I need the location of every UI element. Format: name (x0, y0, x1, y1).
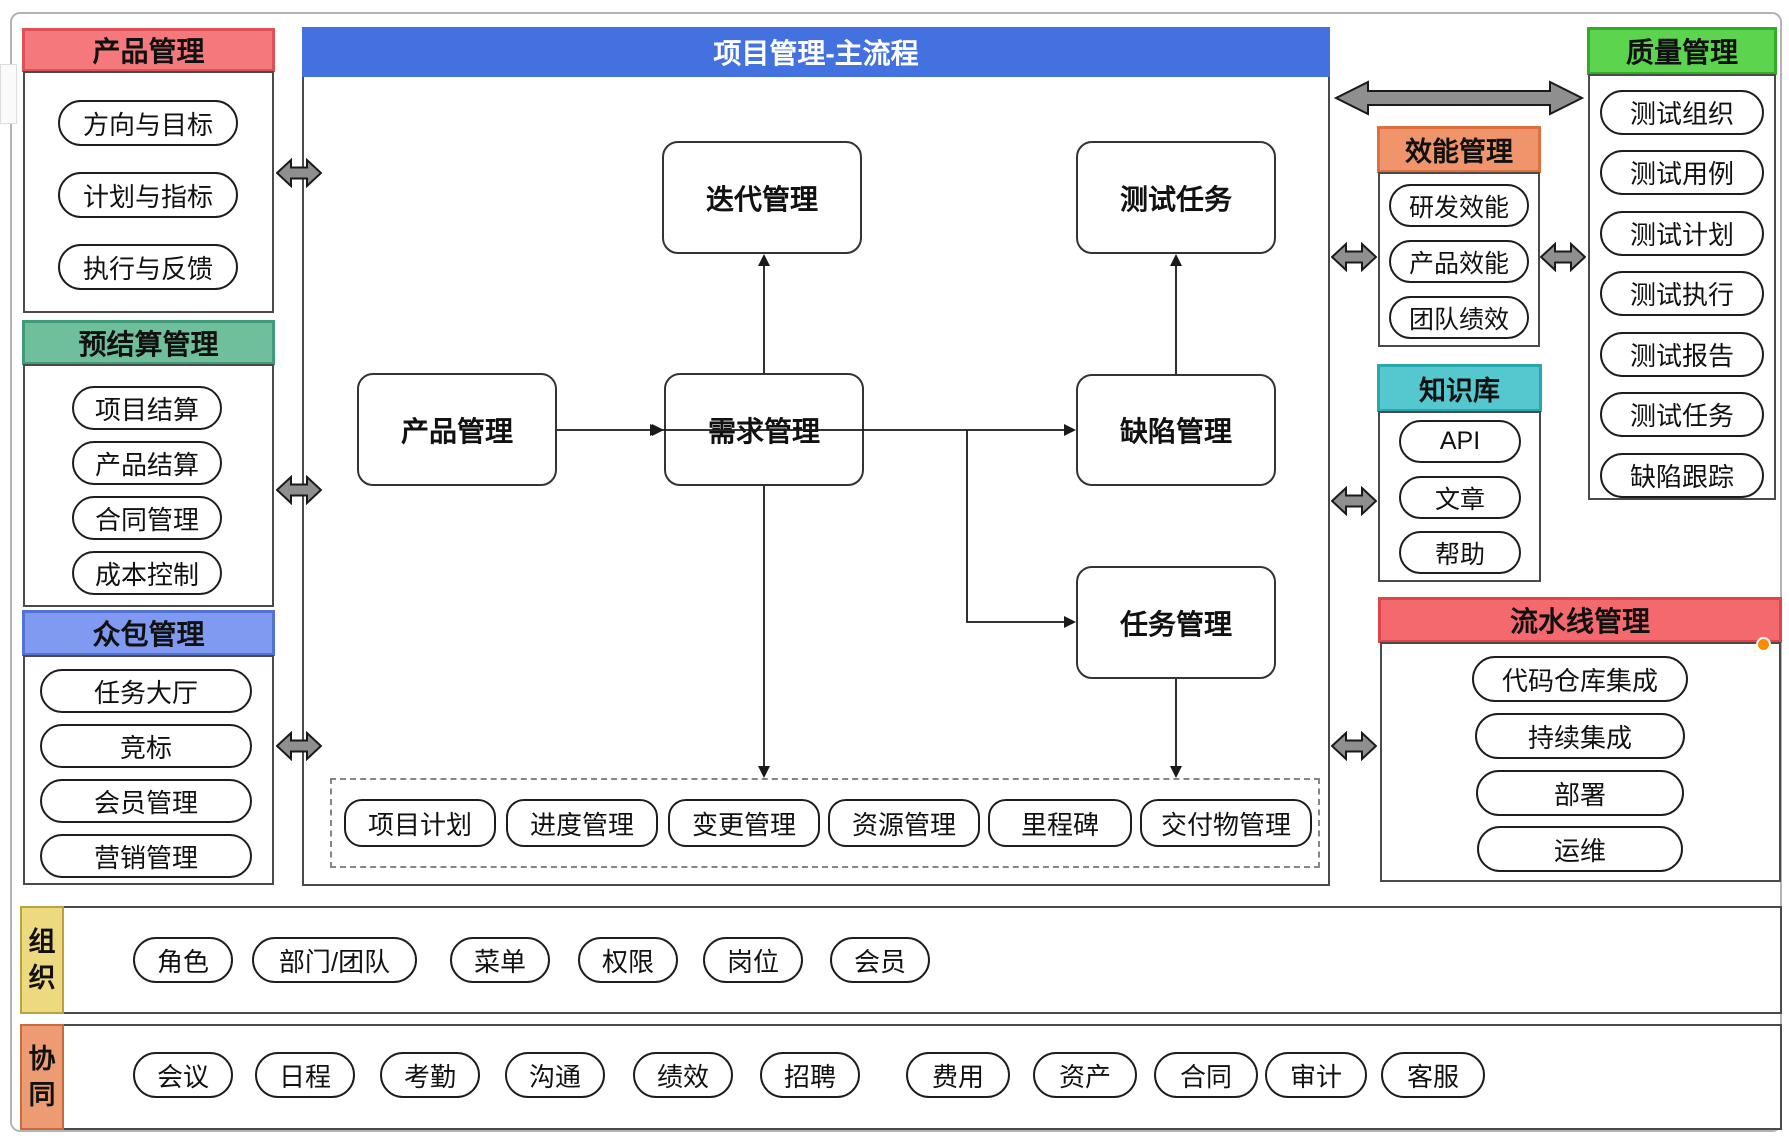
knowledge-base-box-header: 知识库 (1377, 364, 1542, 412)
diagram-pill-communication: 沟通 (505, 1052, 605, 1098)
bidirectional-arrow-icon (276, 475, 322, 505)
collaboration-row-label: 协同 (20, 1024, 64, 1130)
node-test-task: 测试任务 (1076, 141, 1276, 254)
diagram-pill-asset: 资产 (1033, 1052, 1137, 1098)
main-flow-panel-title: 项目管理-主流程 (302, 27, 1330, 77)
diagram-pill-resource-mgmt: 资源管理 (828, 799, 980, 847)
diagram-pill-test-tasks: 测试任务 (1600, 392, 1764, 437)
diagram-pill-execution-feedback: 执行与反馈 (58, 244, 238, 290)
diagram-pill-task-hall: 任务大厅 (40, 669, 252, 713)
diagram-pill-help: 帮助 (1399, 531, 1521, 574)
diagram-pill-milestone: 里程碑 (988, 799, 1132, 847)
bidirectional-arrow-icon (276, 731, 322, 761)
diagram-pill-test-report: 测试报告 (1600, 332, 1764, 377)
diagram-pill-audit: 审计 (1265, 1052, 1367, 1098)
crowdsource-mgmt-box-header: 众包管理 (22, 610, 275, 656)
diagram-pill-test-cases: 测试用例 (1600, 150, 1764, 195)
node-product-mgmt: 产品管理 (357, 373, 557, 486)
diagram-pill-contract-mgmt: 合同管理 (72, 496, 222, 540)
diagram-pill-menu: 菜单 (450, 937, 550, 983)
diagram-pill-marketing-mgmt: 营销管理 (40, 834, 252, 878)
diagram-pill-test-organization: 测试组织 (1600, 90, 1764, 135)
diagram-pill-schedule: 日程 (255, 1052, 355, 1098)
bidirectional-arrow-icon (1331, 731, 1377, 761)
diagram-pill-contract: 合同 (1154, 1052, 1258, 1098)
diagram-pill-cost-control: 成本控制 (72, 551, 222, 595)
diagram-pill-progress-mgmt: 进度管理 (506, 799, 658, 847)
organization-row-label-text: 组织 (28, 926, 56, 993)
node-task-mgmt: 任务管理 (1076, 566, 1276, 679)
bidirectional-arrow-icon (1331, 242, 1377, 272)
diagram-pill-product-efficiency: 产品效能 (1389, 240, 1529, 283)
node-iteration-mgmt: 迭代管理 (662, 141, 862, 254)
project-sub-process-group (330, 778, 1320, 868)
node-requirement-mgmt: 需求管理 (664, 373, 864, 486)
orange-dot-marker (1756, 637, 1771, 652)
diagram-pill-recruitment: 招聘 (760, 1052, 860, 1098)
diagram-pill-meeting: 会议 (133, 1052, 233, 1098)
diagram-pill-performance: 绩效 (633, 1052, 733, 1098)
diagram-pill-attendance: 考勤 (380, 1052, 480, 1098)
diagram-pill-continuous-integration: 持续集成 (1475, 713, 1685, 759)
diagram-pill-team-performance: 团队绩效 (1389, 296, 1529, 339)
pipeline-mgmt-box-header: 流水线管理 (1378, 597, 1782, 643)
diagram-pill-deliverable-mgmt: 交付物管理 (1140, 799, 1312, 847)
diagram-pill-project-plan: 项目计划 (344, 799, 496, 847)
diagram-pill-plans-metrics: 计划与指标 (58, 172, 238, 218)
diagram-pill-defect-tracking: 缺陷跟踪 (1600, 453, 1764, 498)
diagram-pill-member-mgmt: 会员管理 (40, 779, 252, 823)
diagram-pill-code-repo-integration: 代码仓库集成 (1472, 656, 1688, 702)
quality-mgmt-box-header: 质量管理 (1587, 27, 1777, 75)
diagram-pill-role: 角色 (133, 937, 233, 983)
diagram-pill-permission: 权限 (578, 937, 678, 983)
diagram-pill-deployment: 部署 (1476, 770, 1684, 816)
collaboration-row-label-text: 协同 (28, 1043, 56, 1110)
organization-row-label: 组织 (20, 906, 64, 1014)
budget-mgmt-box-header: 预结算管理 (22, 320, 275, 365)
diagram-pill-position: 岗位 (703, 937, 803, 983)
diagram-pill-member: 会员 (830, 937, 930, 983)
node-defect-mgmt: 缺陷管理 (1076, 374, 1276, 486)
diagram-pill-test-execution: 测试执行 (1600, 271, 1764, 316)
diagram-pill-api: API (1399, 420, 1521, 463)
product-mgmt-box-header: 产品管理 (22, 28, 275, 72)
diagram-pill-change-mgmt: 变更管理 (668, 799, 820, 847)
diagram-pill-project-settlement: 项目结算 (72, 386, 222, 430)
edge-artifact (0, 64, 17, 124)
diagram-outer-frame (10, 12, 1782, 1132)
diagram-pill-rnd-efficiency: 研发效能 (1389, 184, 1529, 227)
diagram-pill-direction-goals: 方向与目标 (58, 100, 238, 146)
diagram-pill-articles: 文章 (1399, 476, 1521, 519)
efficiency-mgmt-box-header: 效能管理 (1377, 126, 1541, 173)
diagram-pill-test-plan: 测试计划 (1600, 211, 1764, 256)
diagram-pill-customer-service: 客服 (1381, 1052, 1485, 1098)
bidirectional-arrow-icon (276, 158, 322, 188)
bidirectional-arrow-icon (1331, 486, 1377, 516)
bidirectional-arrow-long-icon (1334, 80, 1584, 116)
diagram-pill-department-team: 部门/团队 (252, 937, 417, 983)
diagram-pill-bidding: 竞标 (40, 724, 252, 768)
diagram-pill-expense: 费用 (906, 1052, 1010, 1098)
bidirectional-arrow-icon (1540, 242, 1586, 272)
diagram-pill-product-settlement: 产品结算 (72, 441, 222, 485)
diagram-pill-operations: 运维 (1477, 826, 1683, 872)
